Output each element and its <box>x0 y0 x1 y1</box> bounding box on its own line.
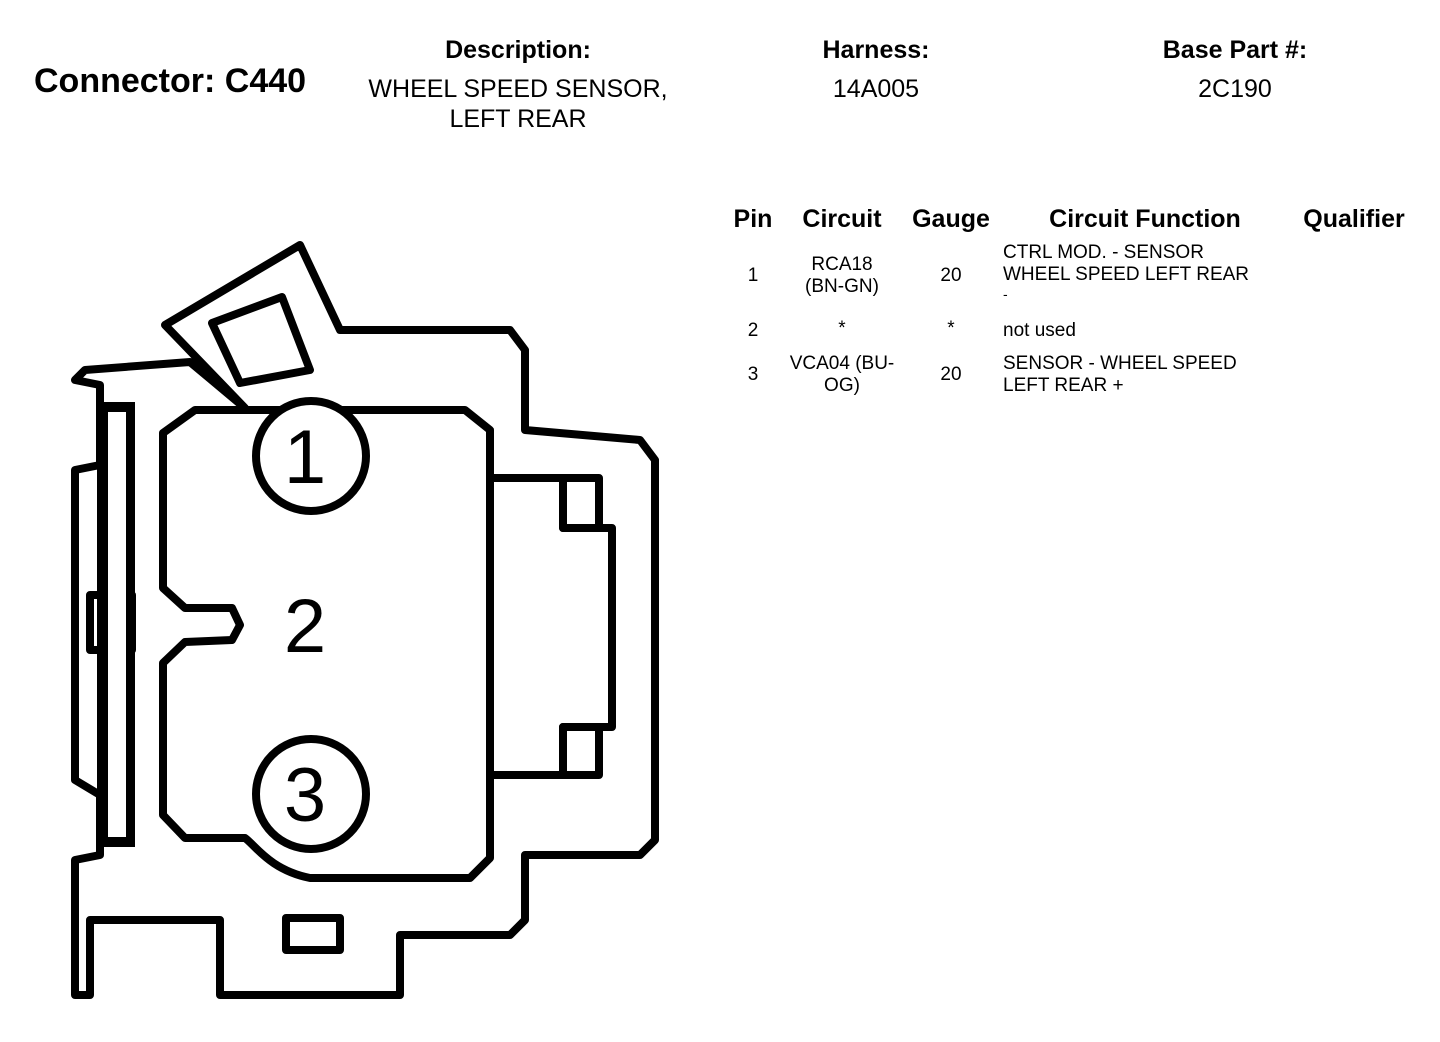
description-value: WHEEL SPEED SENSOR, LEFT REAR <box>350 74 686 134</box>
row-circuit: VCA04 (BU- OG) <box>778 353 906 397</box>
row-function: SENSOR - WHEEL SPEED LEFT REAR + <box>1003 353 1293 397</box>
row-pin: 1 <box>747 265 759 286</box>
row-circuit-line: (BN-GN) <box>805 276 879 297</box>
row-function-line: SENSOR - WHEEL SPEED <box>1003 353 1237 374</box>
row-circuit-line: VCA04 (BU- <box>789 353 895 374</box>
pin-1-cavity <box>252 397 370 515</box>
row-circuit-line: RCA18 <box>811 254 873 275</box>
row-gauge: 20 <box>940 364 962 385</box>
connector-title: Connector: C440 <box>34 62 307 100</box>
row-function: CTRL MOD. - SENSOR WHEEL SPEED LEFT REAR… <box>1003 242 1293 302</box>
column-header-qualifier: Qualifier <box>1303 205 1405 233</box>
row-circuit: * <box>838 318 846 339</box>
row-circuit-line: OG) <box>824 375 860 396</box>
column-header-gauge: Gauge <box>912 205 990 233</box>
row-function-line: - <box>1003 286 1008 302</box>
description-label: Description: <box>445 36 591 64</box>
row-function-line: LEFT REAR + <box>1003 375 1124 396</box>
row-pin: 3 <box>747 364 759 385</box>
connector-seal-bar-inner <box>108 412 126 837</box>
harness-value: 14A005 <box>832 75 920 103</box>
pin-3-label: 3 <box>284 753 326 838</box>
connector-inner-cavity <box>159 406 494 882</box>
pin-1-label: 1 <box>284 415 326 500</box>
row-gauge: 20 <box>940 265 962 286</box>
base-part-value: 2C190 <box>1198 75 1272 103</box>
connector-face-diagram: 1 2 3 <box>71 241 659 999</box>
latch-rail-bottom <box>559 723 603 779</box>
column-header-circuit-function: Circuit Function <box>1049 205 1241 233</box>
row-circuit: RCA18 (BN-GN) <box>778 254 906 298</box>
column-header-pin: Pin <box>733 205 773 233</box>
pin-3-cavity <box>252 735 370 853</box>
pin-2-label: 2 <box>284 584 326 669</box>
column-header-circuit: Circuit <box>802 205 882 233</box>
base-part-label: Base Part #: <box>1162 36 1308 64</box>
description-line-2: LEFT REAR <box>449 105 587 133</box>
connector-bottom-tab <box>282 914 344 954</box>
connector-key-tab <box>208 293 314 387</box>
description-line-1: WHEEL SPEED SENSOR, <box>368 75 668 103</box>
row-pin: 2 <box>747 320 759 341</box>
row-function-line: WHEEL SPEED LEFT REAR <box>1003 264 1250 285</box>
row-gauge: * <box>947 318 955 339</box>
latch-rail-top <box>559 474 603 532</box>
harness-label: Harness: <box>822 36 930 64</box>
row-function-line: CTRL MOD. - SENSOR <box>1003 242 1204 263</box>
row-function: not used <box>1003 320 1076 341</box>
